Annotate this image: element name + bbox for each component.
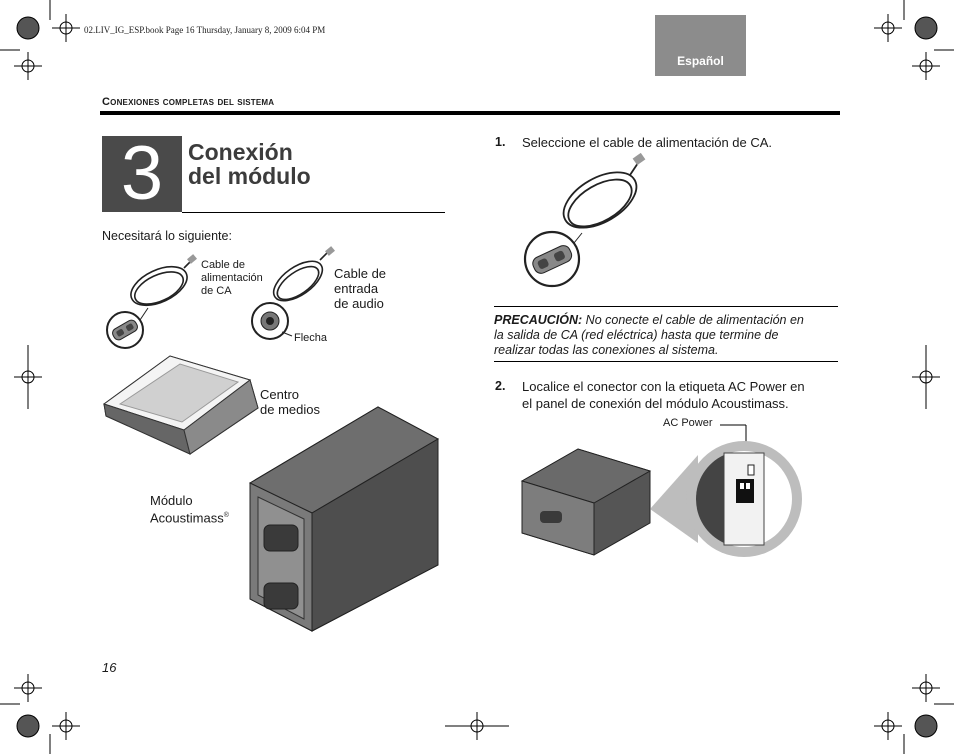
instruction-2-text-l2: el panel de conexión del módulo Acoustim…: [522, 396, 789, 411]
instruction-2-text: Localice el conector con la etiqueta AC …: [522, 378, 805, 412]
caution-text-l1: No conecte el cable de alimentación en: [582, 313, 804, 327]
arrow-label: Flecha: [294, 332, 328, 344]
page-number: 16: [102, 660, 117, 675]
step-number-box: 3: [102, 136, 182, 212]
language-tab-label: Español: [677, 54, 724, 68]
ac-power-callout-label: AC Power: [663, 417, 713, 429]
needs-label: Necesitará lo siguiente:: [102, 229, 232, 243]
instruction-1-text: Seleccione el cable de alimentación de C…: [522, 135, 773, 150]
audio-cable-label-l3: de audio: [334, 296, 384, 311]
language-tab: Español: [655, 15, 746, 76]
media-center-label-l2: de medios: [260, 402, 320, 417]
section-rule: [100, 111, 840, 115]
acoustimass-module-illustration: [248, 406, 440, 632]
media-center-label-l1: Centro: [260, 387, 300, 402]
ac-cable-label-l3: de CA: [201, 285, 232, 297]
module-label-l1: Módulo: [150, 493, 193, 508]
ac-cable-large-illustration: [523, 152, 646, 288]
instruction-2-number: 2.: [495, 379, 506, 393]
module-label-l2: Acoustimass: [150, 510, 224, 526]
instruction-1-number: 1.: [495, 135, 506, 149]
media-center-illustration: [102, 355, 259, 455]
module-label: Módulo Acoustimass®: [150, 493, 229, 525]
media-center-label: Centro de medios: [260, 387, 320, 417]
audio-cable-label-l2: entrada: [334, 281, 379, 296]
module-connector-illustration: [520, 424, 802, 557]
step-title-rule: [182, 212, 445, 213]
ac-cable-label: Cable de alimentación de CA: [201, 259, 263, 298]
step-title: Conexión del módulo: [188, 140, 311, 188]
caution-block: PRECAUCIÓN: No conecte el cable de alime…: [494, 313, 838, 358]
audio-cable-label-l1: Cable de: [334, 266, 387, 281]
step-title-line1: Conexión: [188, 139, 293, 165]
caution-text-l3: realizar todas las conexiones al sistema…: [494, 343, 719, 357]
audio-cable-label: Cable de entrada de audio: [334, 266, 386, 311]
caution-rule-top: [494, 306, 838, 307]
ac-cable-label-l1: Cable de: [201, 259, 246, 271]
caution-text-l2: la salida de CA (red eléctrica) hasta qu…: [494, 328, 779, 342]
caution-rule-bottom: [494, 361, 838, 362]
audio-cable-illustration: [251, 246, 335, 340]
ac-cable-illustration: [106, 254, 197, 349]
instruction-2-text-l1: Localice el conector con la etiqueta AC …: [522, 379, 805, 394]
caution-label: PRECAUCIÓN:: [494, 313, 583, 327]
print-header: 02.LIV_IG_ESP.book Page 16 Thursday, Jan…: [84, 25, 326, 35]
section-title: Conexiones completas del sistema: [102, 96, 275, 108]
step-title-line2: del módulo: [188, 163, 311, 189]
ac-cable-label-l2: alimentación: [201, 272, 263, 284]
registered-mark: ®: [223, 512, 229, 519]
